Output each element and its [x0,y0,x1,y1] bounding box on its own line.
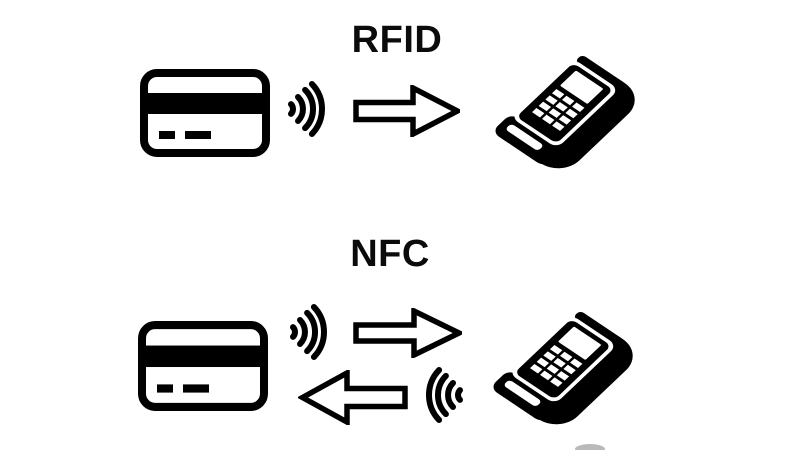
nfc-section: NFC [0,225,800,450]
radio-waves-icon [282,303,332,361]
rfid-label: RFID [351,19,443,61]
nfc-label: NFC [350,233,430,275]
rfid-section: RFID [140,19,649,182]
radio-waves-mirrored-icon [421,366,471,424]
arrow-right-icon [353,308,462,358]
pos-terminal-icon [491,50,649,182]
radio-waves-icon [280,80,330,138]
pos-terminal-icon [489,306,647,438]
arrow-left-icon [298,370,408,425]
contactless-card-icon [138,321,268,411]
contactless-card-icon [140,69,270,157]
terminal-shadow-artifact [575,444,605,450]
arrow-right-icon [353,85,460,137]
